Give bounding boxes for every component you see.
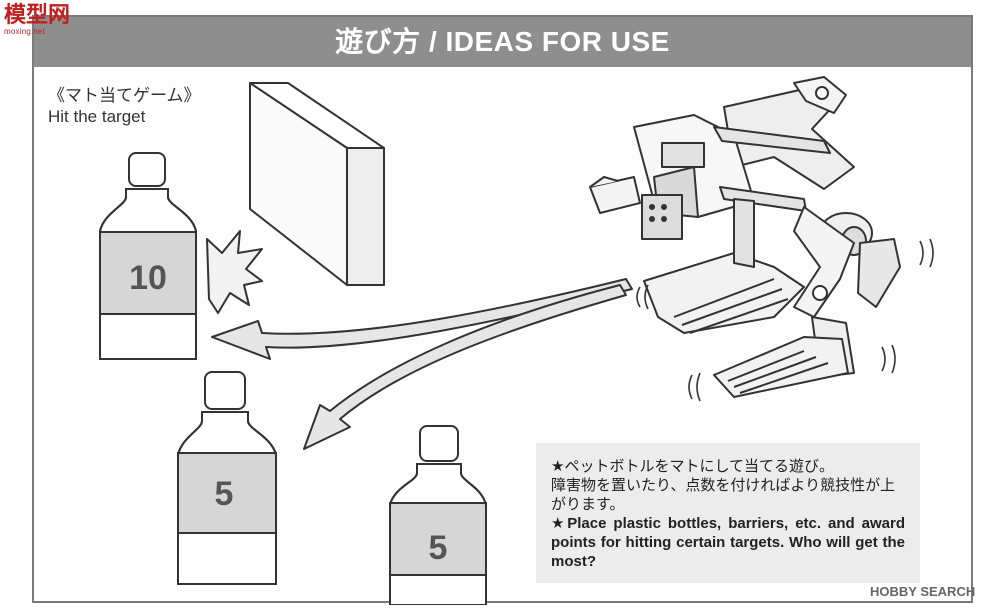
- bottle-5-middle-label: 5: [215, 475, 234, 513]
- motion-lines-icon: [636, 238, 934, 402]
- game-title-en: Hit the target: [48, 107, 146, 126]
- note-en-text: ★Place plastic bottles, barriers, etc. a…: [551, 515, 905, 570]
- barrier-block-illustration: [249, 82, 385, 286]
- instruction-note: ★ペットボトルをマトにして当てる遊び。 障害物を置いたり、点数を付ければより競技…: [536, 443, 920, 583]
- arrow-to-bottle-5: [303, 284, 627, 450]
- game-title-jp: 《マト当てゲーム》: [48, 86, 201, 105]
- impact-burst-icon: [206, 230, 263, 314]
- note-jp-line1: ★ペットボトルをマトにして当てる遊び。: [551, 458, 834, 475]
- arrow-to-bottle-10: [211, 278, 633, 360]
- site-logo: 模型网 moxing.net: [4, 2, 71, 36]
- bottle-5-bottom-illustration: [389, 425, 487, 605]
- bottle-10-label: 10: [129, 259, 167, 297]
- bottle-5-middle-illustration: [177, 371, 277, 585]
- site-logo-subtext: moxing.net: [4, 27, 46, 36]
- instruction-panel: 遊び方 / IDEAS FOR USE 《マト当てゲーム》 Hit the ta…: [32, 15, 973, 605]
- section-banner: 遊び方 / IDEAS FOR USE: [34, 17, 971, 67]
- hobby-search-watermark: HOBBY SEARCH: [870, 584, 976, 599]
- walking-robot-illustration: [589, 76, 901, 398]
- note-jp-line2: 障害物を置いたり、点数を付ければより競技性が上がります。: [551, 477, 896, 513]
- bottle-5-bottom-label: 5: [429, 529, 448, 567]
- illustration: 10 5 5: [99, 76, 934, 605]
- bottle-10-illustration: [99, 152, 197, 360]
- site-logo-text: 模型网: [4, 2, 71, 27]
